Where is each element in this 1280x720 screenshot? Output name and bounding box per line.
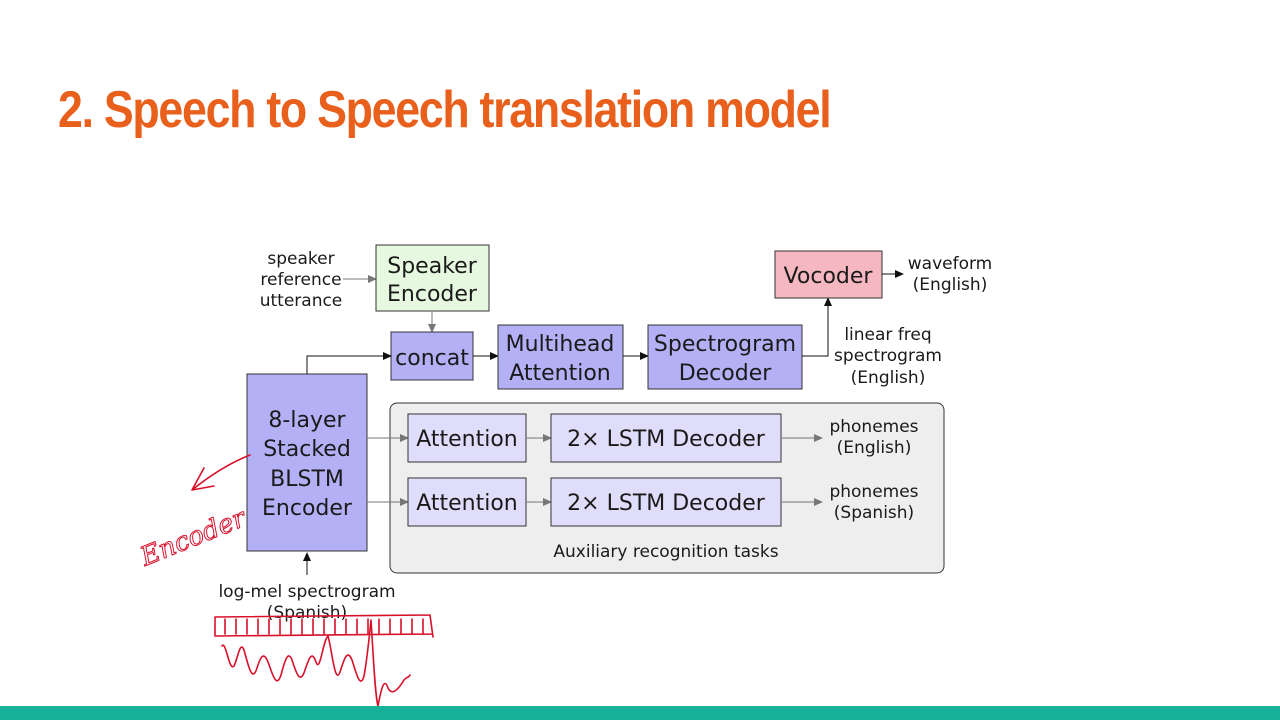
speaker-ref-line1: speaker (267, 249, 334, 269)
arrow-spectrogram-decoder-to-vocoder (802, 297, 832, 357)
multihead-line2: Attention (509, 361, 611, 386)
handwritten-arrow (191, 454, 251, 491)
arrow-encoder-to-concat (306, 352, 392, 374)
encoder-line2: Stacked (263, 437, 351, 462)
linear-freq-line3: (English) (851, 368, 926, 388)
spectrogram-sketch-ticks (224, 618, 424, 635)
input-label-line1: log-mel spectrogram (218, 582, 395, 602)
linear-freq-line1: linear freq (844, 325, 931, 345)
spectrogram-decoder-box (647, 324, 803, 390)
spectrogram-decoder-line2: Decoder (679, 361, 773, 386)
lstm-decoder-2-box (550, 477, 782, 527)
multihead-line1: Multihead (506, 332, 615, 357)
blstm-encoder-box (246, 373, 368, 552)
attention-2-box (407, 477, 527, 527)
waveform-line1: waveform (908, 254, 992, 274)
waveform-line2: (English) (913, 275, 988, 295)
spectrogram-decoder-line1: Spectrogram (654, 332, 796, 357)
attention-1-label: Attention (416, 427, 518, 452)
speaker-ref-line2: reference (260, 270, 341, 290)
lstm-decoder-1-box (550, 413, 782, 463)
waveform-sketch (221, 619, 411, 707)
encoder-line3: BLSTM (270, 467, 344, 492)
encoder-line4: Encoder (262, 496, 353, 521)
input-label-line2: (Spanish) (267, 603, 347, 623)
phonemes-es-line1: phonemes (829, 482, 918, 502)
footer-accent-bar (0, 706, 1280, 720)
lstm-decoder-1-label: 2× LSTM Decoder (567, 427, 766, 452)
attention-1-box (407, 413, 527, 463)
concat-label: concat (395, 346, 469, 371)
speaker-ref-line3: utterance (260, 291, 343, 311)
speaker-encoder-line1: Speaker (387, 254, 477, 279)
aux-panel-label: Auxiliary recognition tasks (553, 542, 778, 562)
linear-freq-line2: spectrogram (834, 346, 942, 366)
multihead-attention-box (497, 324, 624, 390)
phonemes-es-line2: (Spanish) (834, 503, 914, 523)
speaker-encoder-line2: Encoder (387, 282, 478, 307)
lstm-decoder-2-label: 2× LSTM Decoder (567, 491, 766, 516)
concat-box (390, 331, 474, 381)
vocoder-box (774, 250, 883, 299)
attention-2-label: Attention (416, 491, 518, 516)
vocoder-label: Vocoder (784, 264, 874, 289)
handwritten-note: Encoder (135, 503, 251, 573)
encoder-line1: 8-layer (268, 408, 346, 433)
phonemes-en-line2: (English) (837, 438, 912, 458)
phonemes-en-line1: phonemes (829, 417, 918, 437)
spectrogram-sketch-band (214, 614, 434, 638)
slide-title: 2. Speech to Speech translation model (58, 81, 832, 139)
